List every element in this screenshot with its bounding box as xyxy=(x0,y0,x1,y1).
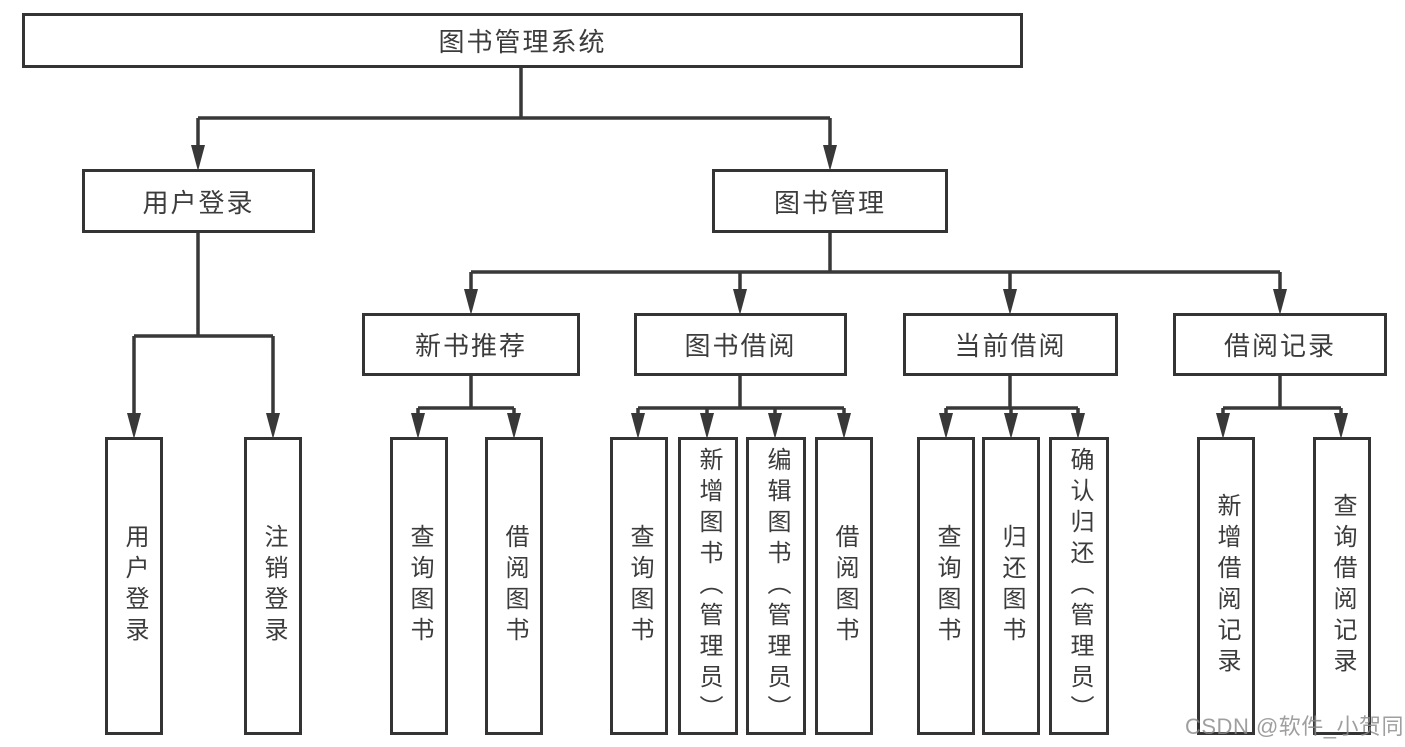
leaf-query-books-borrow: 查询图书 xyxy=(610,437,668,735)
arrowhead xyxy=(733,289,747,315)
arrowhead xyxy=(700,413,714,439)
connector-mgmt-to-level3 xyxy=(469,233,1282,292)
arrowhead xyxy=(1273,289,1287,315)
arrowhead xyxy=(823,145,837,171)
connector-newbook-to-leaves xyxy=(416,376,516,416)
csdn-watermark: CSDN @软件_小贺同学 xyxy=(1185,714,1405,739)
leaf-logout: 注销登录 xyxy=(244,437,302,735)
arrowhead xyxy=(507,413,521,439)
arrowhead xyxy=(837,413,851,439)
leaf-borrow-books: 借阅图书 xyxy=(815,437,873,735)
connector-records-to-leaves xyxy=(1221,376,1343,416)
leaf-query-books-recommend: 查询图书 xyxy=(390,437,448,735)
arrowhead xyxy=(1334,413,1348,439)
arrowhead xyxy=(464,289,478,315)
leaf-return-books: 归还图书 xyxy=(982,437,1040,735)
leaf-query-books-current: 查询图书 xyxy=(917,437,975,735)
arrowhead xyxy=(939,413,953,439)
node-borrowing-records: 借阅记录 xyxy=(1173,313,1387,376)
leaf-query-borrow-record: 查询借阅记录 xyxy=(1313,437,1371,735)
node-book-borrowing: 图书借阅 xyxy=(634,313,847,376)
connector-current-to-leaves xyxy=(944,376,1080,416)
node-user-login: 用户登录 xyxy=(82,169,315,233)
arrowhead xyxy=(1004,413,1018,439)
arrowhead xyxy=(191,145,205,171)
node-new-book-recommendation: 新书推荐 xyxy=(362,313,580,376)
leaf-add-books-admin: 新增图书（管理员） xyxy=(678,437,738,735)
leaf-edit-books-admin: 编辑图书（管理员） xyxy=(746,437,806,735)
connector-borrow-to-leaves xyxy=(636,376,846,416)
arrowhead xyxy=(631,413,645,439)
arrowhead xyxy=(127,413,141,439)
leaf-confirm-return-admin: 确认归还（管理员） xyxy=(1049,437,1109,735)
node-current-borrowing: 当前借阅 xyxy=(903,313,1118,376)
arrowhead xyxy=(768,413,782,439)
arrowhead xyxy=(1071,413,1085,439)
connector-root-to-level2 xyxy=(196,68,832,150)
arrowhead xyxy=(1003,289,1017,315)
arrowhead xyxy=(266,413,280,439)
node-book-management: 图书管理 xyxy=(712,169,948,233)
arrowhead xyxy=(411,413,425,439)
connector-login-to-leaves xyxy=(132,233,275,416)
leaf-borrow-books-recommend: 借阅图书 xyxy=(485,437,543,735)
arrowhead xyxy=(1216,413,1230,439)
leaf-add-borrow-record: 新增借阅记录 xyxy=(1197,437,1255,735)
leaf-user-login: 用户登录 xyxy=(105,437,163,735)
node-library-system: 图书管理系统 xyxy=(22,13,1023,68)
